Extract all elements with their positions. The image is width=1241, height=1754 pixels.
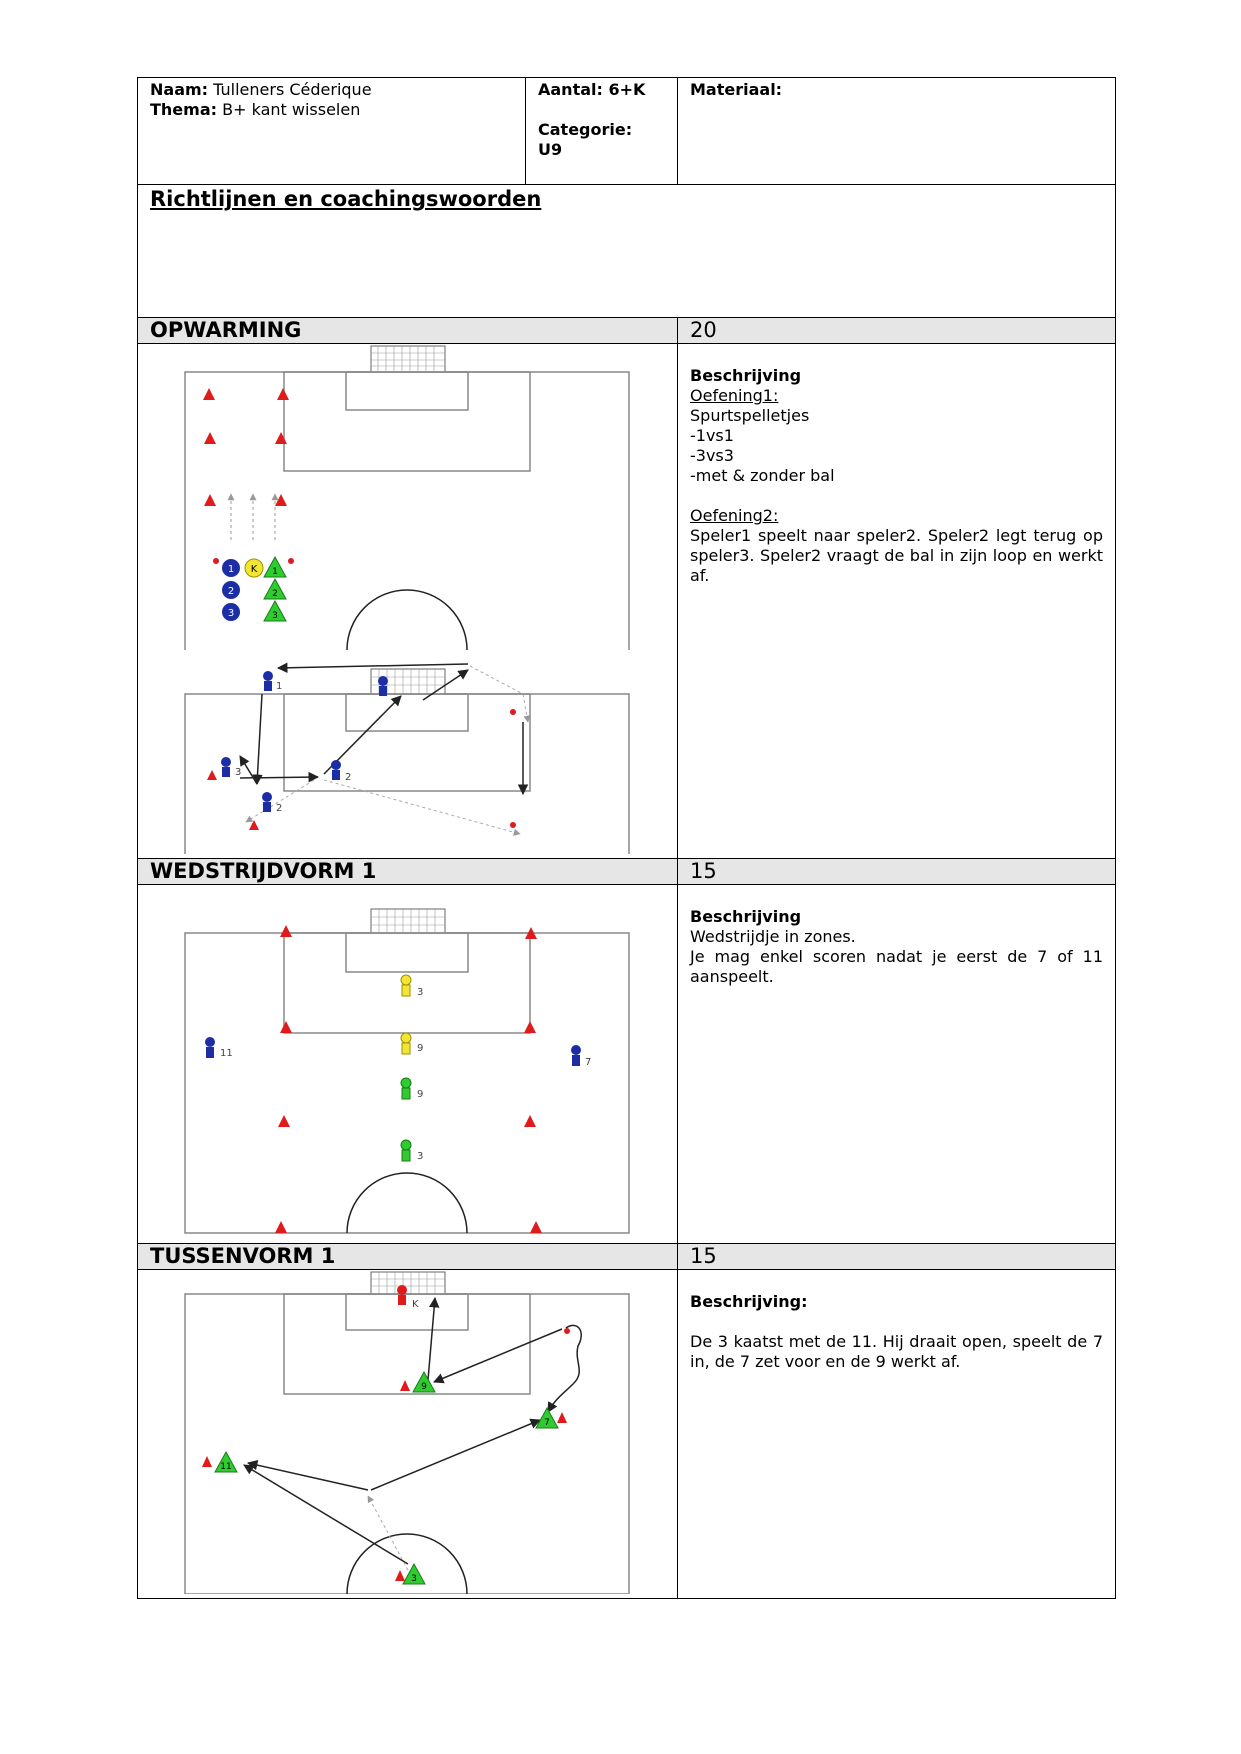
lower-label-2a: 2 bbox=[345, 772, 351, 783]
label-1: 1 bbox=[228, 564, 234, 575]
categorie-label: Categorie: bbox=[538, 120, 633, 139]
player-k bbox=[244, 558, 264, 578]
description-text: De 3 kaatst met de 11. Hij draait open, … bbox=[690, 1332, 1103, 1371]
oefening2-title: Oefening2: bbox=[690, 506, 779, 525]
diagram-tussenvorm-cell: K 9 7 bbox=[137, 1269, 678, 1599]
section-header-tussenvorm: TUSSENVORM 1 15 bbox=[137, 1243, 1116, 1270]
section-name: WEDSTRIJDVORM 1 bbox=[137, 858, 678, 885]
oefening1-line: Spurtspelletjes bbox=[690, 406, 810, 425]
oefening1-line: -met & zonder bal bbox=[690, 466, 835, 485]
label-9-yellow: 9 bbox=[417, 1043, 423, 1054]
section-body-tussenvorm: K 9 7 bbox=[137, 1269, 1116, 1599]
cones bbox=[203, 388, 289, 506]
richtlijnen-title: Richtlijnen en coachingswoorden bbox=[150, 187, 542, 211]
lower-label-2b: 2 bbox=[276, 803, 282, 814]
label-g2: 2 bbox=[272, 589, 278, 599]
naam-value: Tulleners Céderique bbox=[213, 80, 372, 99]
goal-net bbox=[370, 345, 446, 373]
description-wedstrijdvorm: Beschrijving Wedstrijdje in zones. Je ma… bbox=[677, 884, 1116, 1244]
diagram-wedstrijdvorm-cell: 3 9 11 7 9 3 bbox=[137, 884, 678, 1244]
aantal-label: Aantal: 6+K bbox=[538, 80, 646, 99]
player-green-1 bbox=[263, 555, 287, 578]
players: 3 9 11 7 9 3 bbox=[205, 974, 591, 1162]
label-11: 11 bbox=[220, 1048, 233, 1059]
oefening1-line: -1vs1 bbox=[690, 426, 734, 445]
section-name: OPWARMING bbox=[137, 317, 678, 344]
label-3-top: 3 bbox=[417, 987, 423, 998]
label-g3: 3 bbox=[272, 611, 278, 621]
goal-net bbox=[370, 1271, 446, 1295]
section-name: TUSSENVORM 1 bbox=[137, 1243, 678, 1270]
beschrijving-title: Beschrijving bbox=[690, 366, 802, 385]
description-tussenvorm: Beschrijving: De 3 kaatst met de 11. Hij… bbox=[677, 1269, 1116, 1599]
section-header-opwarming: OPWARMING 20 bbox=[137, 317, 1116, 344]
label-k: K bbox=[251, 564, 258, 575]
label-9-green: 9 bbox=[417, 1089, 423, 1100]
players-group: 1 K 1 2 2 3 3 bbox=[213, 555, 294, 622]
training-sheet: Naam: Tulleners Céderique Thema: B+ kant… bbox=[137, 77, 1116, 1599]
player-blue-3 bbox=[222, 603, 240, 621]
upper-field bbox=[184, 345, 630, 651]
section-minutes: 15 bbox=[677, 858, 1116, 885]
label-2: 2 bbox=[228, 586, 234, 597]
description-opwarming: Beschrijving Oefening1: Spurtspelletjes … bbox=[677, 343, 1116, 859]
oefening2-text: Speler1 speelt naar speler2. Speler2 leg… bbox=[690, 526, 1103, 585]
lower-label-1: 1 bbox=[276, 681, 282, 692]
naam-label: Naam: bbox=[150, 80, 209, 99]
label-3: 3 bbox=[228, 608, 234, 619]
beschrijving-title: Beschrijving bbox=[690, 907, 802, 926]
oefening1-line: -3vs3 bbox=[690, 446, 734, 465]
section-body-wedstrijdvorm: 3 9 11 7 9 3 Beschrijving Wedstrijdje in… bbox=[137, 884, 1116, 1244]
goal-net bbox=[370, 908, 446, 934]
header-name-cell: Naam: Tulleners Céderique Thema: B+ kant… bbox=[137, 77, 526, 185]
beschrijving-title: Beschrijving: bbox=[690, 1292, 808, 1311]
label-7: 7 bbox=[585, 1057, 591, 1068]
diagram-wedstrijdvorm: 3 9 11 7 9 3 bbox=[184, 908, 630, 1234]
label-3: 3 bbox=[411, 1574, 417, 1584]
description-line: Je mag enkel scoren nadat je eerst de 7 … bbox=[690, 947, 1103, 986]
player-green-3 bbox=[263, 599, 287, 622]
pass-lines bbox=[243, 1296, 563, 1565]
player-blue-2 bbox=[222, 581, 240, 599]
thema-label: Thema: bbox=[150, 100, 218, 119]
players: 9 7 11 3 bbox=[214, 1370, 559, 1585]
oefening1-title: Oefening1: bbox=[690, 386, 779, 405]
label-keeper: K bbox=[412, 1299, 419, 1310]
section-minutes: 20 bbox=[677, 317, 1116, 344]
diagram-tussenvorm: K 9 7 bbox=[184, 1271, 630, 1595]
label-g1: 1 bbox=[272, 567, 278, 577]
diagram-opwarming: 1 K 1 2 2 3 3 bbox=[184, 345, 630, 854]
keeper: K bbox=[397, 1285, 419, 1310]
header-aantal-cell: Aantal: 6+K Categorie: U9 bbox=[525, 77, 678, 185]
lower-label-3: 3 bbox=[235, 767, 241, 778]
richtlijnen-row: Richtlijnen en coachingswoorden bbox=[137, 184, 1116, 318]
section-body-opwarming: 1 K 1 2 2 3 3 bbox=[137, 343, 1116, 859]
player-green-2 bbox=[263, 577, 287, 600]
lower-players bbox=[221, 671, 388, 812]
label-7: 7 bbox=[544, 1418, 550, 1428]
header-materiaal-cell: Materiaal: bbox=[677, 77, 1116, 185]
materiaal-label: Materiaal: bbox=[690, 80, 783, 99]
diagram-opwarming-cell: 1 K 1 2 2 3 3 bbox=[137, 343, 678, 859]
richtlijnen-cell: Richtlijnen en coachingswoorden bbox=[137, 184, 1116, 318]
label-3-green: 3 bbox=[417, 1151, 423, 1162]
header-row: Naam: Tulleners Céderique Thema: B+ kant… bbox=[137, 77, 1116, 185]
categorie-value: U9 bbox=[538, 140, 563, 159]
section-header-wedstrijdvorm: WEDSTRIJDVORM 1 15 bbox=[137, 858, 1116, 885]
cones bbox=[275, 925, 542, 1233]
description-line: Wedstrijdje in zones. bbox=[690, 927, 856, 946]
cones bbox=[202, 1380, 567, 1581]
player-blue-1 bbox=[222, 559, 240, 577]
label-11: 11 bbox=[220, 1462, 231, 1472]
section-minutes: 15 bbox=[677, 1243, 1116, 1270]
label-9: 9 bbox=[421, 1382, 427, 1392]
thema-value: B+ kant wisselen bbox=[222, 100, 361, 119]
